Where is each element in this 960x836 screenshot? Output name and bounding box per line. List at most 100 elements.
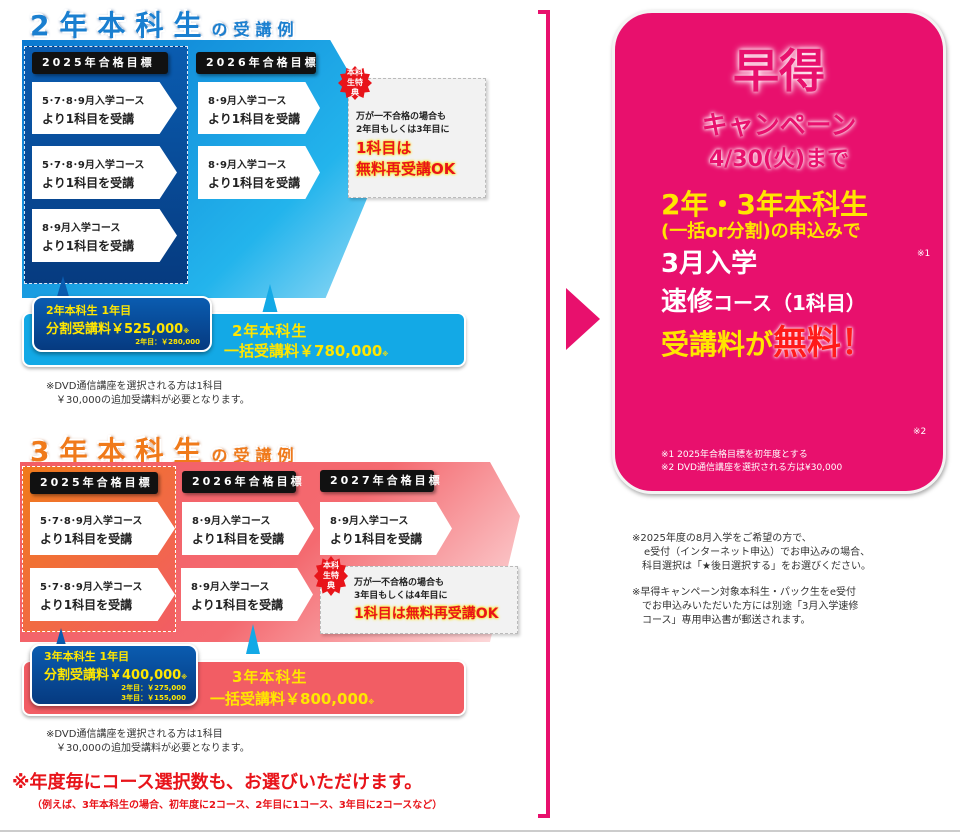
side-notes: ※2025年度の8月入学をご希望の方で、 e受付（インターネット申込）でお申込み… (632, 532, 871, 628)
section3-installment-callout: 3年本科生 1年目 分割受講料￥400,000※ 2年目：￥275,000 3年… (30, 644, 198, 706)
footer-sub: （例えば、3年本科生の場合、初年度に2コース、2年目に1コース、3年目に2コース… (32, 800, 443, 811)
installment-sub1: 2年目：￥275,000 (121, 684, 186, 692)
bracket-divider (538, 10, 550, 818)
section2-title-main: 2年本科生 (30, 9, 212, 42)
course-line1: 8･9月入学コース (208, 96, 287, 107)
campaign-line4b: コース（1科目） (713, 291, 866, 315)
lump-price-text: 一括受講料￥800,000 (210, 690, 369, 708)
section3-benefit-box: 万が一不合格の場合も 3年目もしくは4年目に 1科目は無料再受講OK (320, 566, 518, 634)
campaign-title: 早得 (733, 44, 825, 98)
section2-benefit-box: 万が一不合格の場合も 2年目もしくは3年目に 1科目は 無料再受講OK (348, 78, 486, 198)
side-note2-line1: ※早得キャンペーン対象本科生・パック生をe受付 (632, 587, 857, 598)
campaign-footnote1: ※1 2025年合格目標を初年度とする (661, 450, 808, 460)
arrow-right-icon (566, 288, 600, 350)
course-line1: 8･9月入学コース (208, 160, 287, 171)
section3-header-2027: 2027年合格目標 (320, 470, 440, 492)
campaign-line3: 3月入学 (661, 249, 758, 279)
campaign-subtitle: キャンペーン (701, 111, 857, 141)
campaign-line5: 受講料が無料！ (661, 315, 875, 364)
mark: ※ (382, 351, 389, 358)
campaign-card: 早得 キャンペーン 4/30(火)まで 2年・3年本科生 ※1 (一括or分割)… (612, 10, 946, 494)
installment-title: 3年本科生 1年目 (44, 650, 130, 663)
section3-header-2025: 2025年合格目標 (30, 472, 158, 494)
section3-title-sub: の受講例 (211, 446, 300, 465)
benefit-line3: 1科目は無料再受講OK (354, 606, 499, 622)
campaign-footnote2: ※2 DVD通信講座を選択される方は¥30,000 (661, 463, 843, 473)
course-line2: より1科目を受講 (208, 176, 301, 190)
benefit-line2: 3年目もしくは4年目に (354, 591, 448, 601)
course-card: 5･7･8･9月入学コースより1科目を受講 (30, 568, 175, 621)
benefit-line2: 2年目もしくは3年目に (356, 125, 450, 135)
section2-lump-price: 一括受講料￥780,000※ (224, 340, 388, 361)
course-line1: 5･7･8･9月入学コース (42, 160, 145, 171)
course-card: 8･9月入学コースより1科目を受講 (198, 82, 320, 134)
note-line1: ※DVD通信講座を選択される方は1科目 (46, 729, 223, 740)
course-card: 5･7･8･9月入学コースより1科目を受講 (32, 146, 177, 199)
installment-price: 分割受講料￥525,000 (46, 322, 184, 337)
section3-header-2026: 2026年合格目標 (182, 471, 302, 493)
course-card: 5･7･8･9月入学コースより1科目を受講 (30, 502, 175, 555)
badge-text: 本科生特典 (323, 561, 339, 590)
benefit-line1: 万が一不合格の場合も (356, 112, 447, 122)
mark: ※ (183, 328, 190, 335)
course-line1: 8･9月入学コース (42, 223, 121, 234)
bottom-divider (0, 830, 960, 832)
course-line2: より1科目を受講 (192, 532, 285, 546)
benefit-line4: 無料再受講OK (356, 160, 456, 178)
course-line2: より1科目を受講 (40, 532, 133, 546)
campaign-free: 無料！ (773, 323, 876, 363)
installment-title: 2年本科生 1年目 (46, 304, 132, 317)
side-note1-line3: 科目選択は「★後日選択する」をお選びください。 (642, 561, 871, 572)
section2-installment-callout: 2年本科生 1年目 分割受講料￥525,000※ 2年目：￥280,000 (32, 296, 212, 352)
section2-note: ※DVD通信講座を選択される方は1科目 ￥30,000の追加受講料が必要となりま… (46, 380, 250, 408)
course-card: 5･7･8･9月入学コースより1科目を受講 (32, 82, 177, 134)
badge-text: 本科生特典 (347, 68, 363, 97)
footer-headline: ※年度毎にコース選択数も、お選びいただけます。 (12, 772, 423, 793)
course-line2: より1科目を受講 (40, 598, 133, 612)
side-note2-line3: コース」専用申込書が郵送されます。 (642, 615, 811, 626)
section2-title: 2年本科生の受講例 (30, 4, 300, 44)
course-card: 8･9月入学コースより1科目を受講 (320, 502, 452, 555)
benefit-line3: 1科目は (356, 139, 412, 157)
course-card: 8･9月入学コースより1科目を受講 (198, 146, 320, 199)
campaign-deadline: 4/30(火)まで (708, 147, 850, 172)
campaign-line4a: 速修 (661, 287, 714, 317)
campaign-ref2: ※2 (913, 427, 927, 437)
course-line2: より1科目を受講 (42, 112, 135, 126)
section2-lump-title: 2年本科生 (232, 322, 308, 340)
course-card: 8･9月入学コースより1科目を受講 (181, 568, 313, 621)
course-line2: より1科目を受講 (42, 176, 135, 190)
course-line1: 8･9月入学コース (192, 516, 271, 527)
section3-note: ※DVD通信講座を選択される方は1科目 ￥30,000の追加受講料が必要となりま… (46, 728, 250, 756)
lump-price-text: 一括受講料￥780,000 (224, 342, 383, 360)
course-line1: 5･7･8･9月入学コース (40, 516, 143, 527)
course-line1: 8･9月入学コース (330, 516, 409, 527)
course-line1: 5･7･8･9月入学コース (42, 96, 145, 107)
section3-lump-title: 3年本科生 (232, 668, 308, 686)
section2-title-sub: の受講例 (211, 20, 300, 39)
section3-lump-price: 一括受講料￥800,000※ (210, 688, 374, 709)
note-line2: ￥30,000の追加受講料が必要となります。 (56, 395, 250, 406)
side-note1-line1: ※2025年度の8月入学をご希望の方で、 (632, 533, 812, 544)
campaign-line2: (一括or分割)の申込みで (661, 221, 861, 242)
course-line2: より1科目を受講 (330, 532, 423, 546)
section2-header-2025: 2025年合格目標 (32, 52, 168, 74)
installment-sub: 2年目：￥280,000 (135, 338, 200, 346)
note-line1: ※DVD通信講座を選択される方は1科目 (46, 381, 223, 392)
course-line2: より1科目を受講 (42, 239, 135, 253)
benefit-line1: 万が一不合格の場合も (354, 578, 445, 588)
side-note1-line2: e受付（インターネット申込）でお申込みの場合、 (644, 547, 871, 558)
section2-header-2026: 2026年合格目標 (196, 52, 316, 74)
course-card: 8･9月入学コースより1科目を受講 (32, 209, 177, 262)
campaign-line1: 2年・3年本科生 (661, 188, 868, 221)
course-line1: 5･7･8･9月入学コース (40, 582, 143, 593)
campaign-line5a: 受講料が (661, 328, 774, 361)
course-line2: より1科目を受講 (208, 112, 301, 126)
course-line2: より1科目を受講 (191, 598, 284, 612)
course-card: 8･9月入学コースより1科目を受講 (182, 502, 314, 555)
installment-price: 分割受講料￥400,000 (44, 668, 182, 683)
mark: ※ (368, 699, 375, 706)
course-line1: 8･9月入学コース (191, 582, 270, 593)
campaign-ref1: ※1 (917, 249, 931, 259)
note-line2: ￥30,000の追加受講料が必要となります。 (56, 743, 250, 754)
